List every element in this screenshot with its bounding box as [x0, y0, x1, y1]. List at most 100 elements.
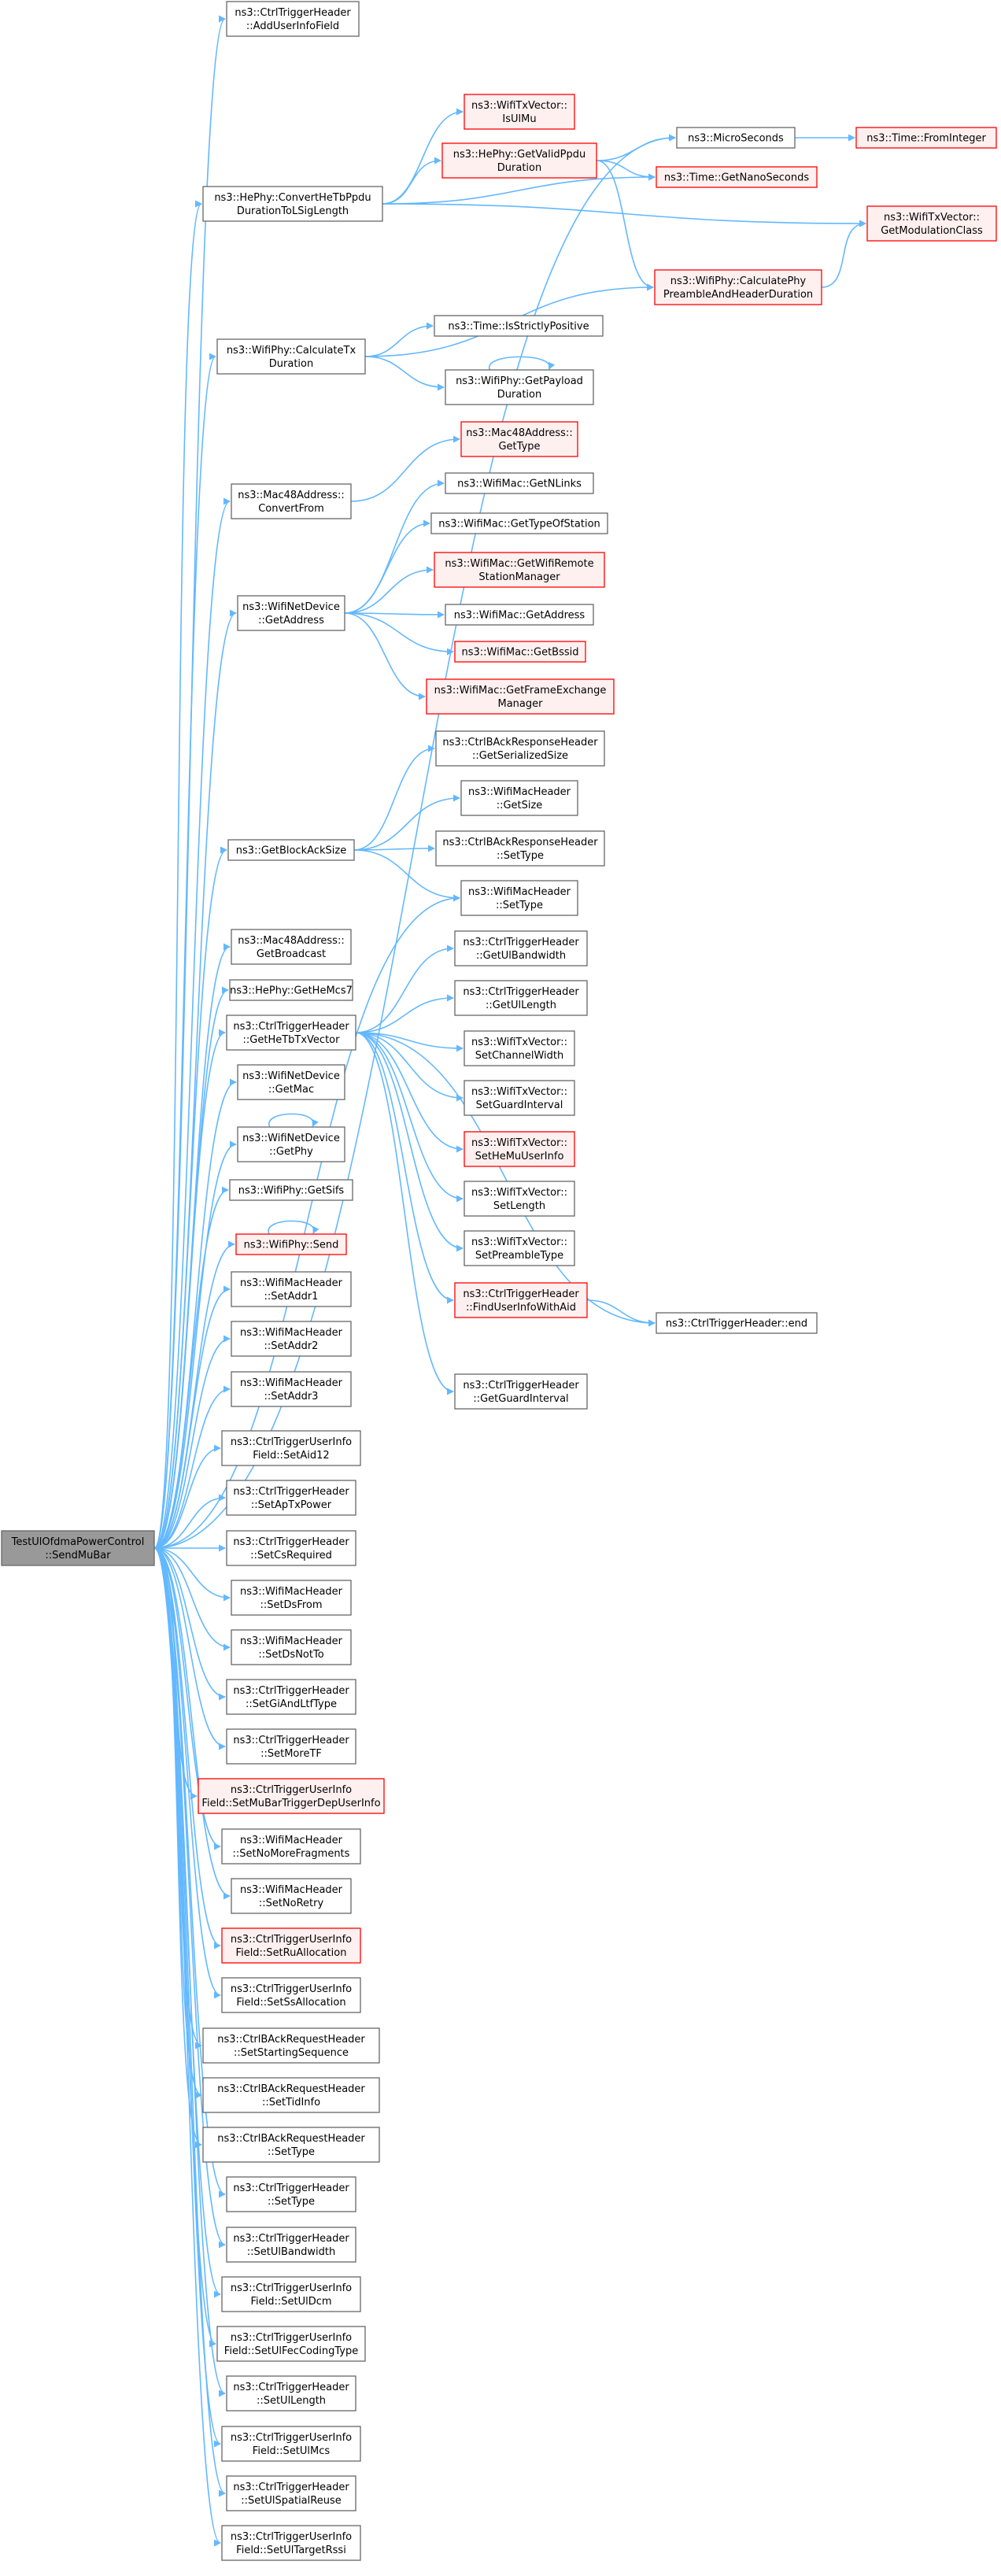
- graph-node-n_gethemcs7[interactable]: ns3::HePhy::GetHeMcs7: [229, 979, 353, 1001]
- graph-node-n_finduserinfo[interactable]: ns3::CtrlTriggerHeader::FindUserInfoWith…: [454, 1282, 588, 1318]
- graph-node-n_getsifs[interactable]: ns3::WifiPhy::GetSifs: [229, 1179, 353, 1201]
- graph-node-n_getwifiremote[interactable]: ns3::WifiMac::GetWifiRemoteStationManage…: [434, 552, 605, 588]
- graph-node-n_macheadersettype[interactable]: ns3::WifiMacHeader::SetType: [460, 880, 578, 916]
- graph-node-n_setlength[interactable]: ns3::WifiTxVector::SetLength: [464, 1181, 575, 1217]
- graph-node-n_setdsnotto[interactable]: ns3::WifiMacHeader::SetDsNotTo: [231, 1629, 352, 1665]
- node-label: ns3::WifiNetDevice: [242, 601, 340, 613]
- graph-node-n_setulspatialreuse[interactable]: ns3::CtrlTriggerHeader::SetUlSpatialReus…: [226, 2475, 356, 2511]
- graph-node-n_getulbandwidth[interactable]: ns3::CtrlTriggerHeader::GetUlBandwidth: [454, 930, 588, 966]
- node-label: ns3::WifiMac::GetFrameExchange: [434, 685, 607, 697]
- edge-root-to-n_setaptxpower: [153, 1494, 226, 1549]
- graph-node-n_setchannelwidth[interactable]: ns3::WifiTxVector::SetChannelWidth: [464, 1030, 575, 1066]
- graph-node-n_setdsfrom[interactable]: ns3::WifiMacHeader::SetDsFrom: [231, 1580, 352, 1616]
- graph-node-n_getserializedsize[interactable]: ns3::CtrlBAckResponseHeader::GetSerializ…: [435, 730, 605, 767]
- graph-node-n_backrespsettype[interactable]: ns3::CtrlBAckResponseHeader::SetType: [435, 830, 605, 867]
- graph-node-n_setgiandltftype[interactable]: ns3::CtrlTriggerHeader::SetGiAndLtfType: [226, 1679, 356, 1715]
- graph-node-n_gethetbtxvector[interactable]: ns3::CtrlTriggerHeader::GetHeTbTxVector: [226, 1015, 356, 1051]
- node-label: ns3::WifiMac::GetBssid: [462, 647, 579, 659]
- graph-node-root[interactable]: TestUlOfdmaPowerControl::SendMuBar: [1, 1530, 155, 1566]
- graph-node-n_convertheTb[interactable]: ns3::HePhy::ConvertHeTbPpduDurationToLSi…: [202, 186, 383, 222]
- edge-root-to-n_gethetbtxvector: [153, 1029, 226, 1549]
- graph-node-n_setcsrequired[interactable]: ns3::CtrlTriggerHeader::SetCsRequired: [226, 1530, 356, 1566]
- graph-node-n_macgetaddress[interactable]: ns3::WifiMac::GetAddress: [445, 604, 594, 626]
- node-box: [235, 1233, 347, 1255]
- graph-node-n_setguardinterval[interactable]: ns3::WifiTxVector::SetGuardInterval: [464, 1080, 575, 1116]
- graph-node-n_setaptxpower[interactable]: ns3::CtrlTriggerHeader::SetApTxPower: [226, 1480, 356, 1516]
- edges-layer: [153, 15, 866, 2547]
- graph-node-n_getbroadcast[interactable]: ns3::Mac48Address::GetBroadcast: [231, 929, 352, 965]
- node-label: ::SetUlBandwidth: [247, 2246, 335, 2258]
- edge-root-to-n_setmubartrigger: [153, 1547, 198, 1800]
- graph-node-n_getguardinterval[interactable]: ns3::CtrlTriggerHeader::GetGuardInterval: [454, 1373, 588, 1410]
- graph-node-n_triggersettype[interactable]: ns3::CtrlTriggerHeader::SetType: [226, 2176, 356, 2212]
- graph-node-n_isulmu[interactable]: ns3::WifiTxVector::IsUlMu: [464, 94, 575, 130]
- graph-node-n_setstartingsequence[interactable]: ns3::CtrlBAckRequestHeader::SetStartingS…: [202, 2027, 380, 2064]
- graph-node-n_setruallocation[interactable]: ns3::CtrlTriggerUserInfoField::SetRuAllo…: [221, 1927, 361, 1964]
- graph-node-n_getmodclass[interactable]: ns3::WifiTxVector::GetModulationClass: [866, 205, 997, 242]
- graph-node-n_getullength[interactable]: ns3::CtrlTriggerHeader::GetUlLength: [454, 980, 588, 1016]
- node-box: [226, 1015, 356, 1051]
- graph-node-n_frominteger[interactable]: ns3::Time::FromInteger: [855, 127, 997, 149]
- graph-node-n_setulfeccodingtype[interactable]: ns3::CtrlTriggerUserInfoField::SetUlFecC…: [216, 2326, 366, 2362]
- graph-node-n_setpreambletype[interactable]: ns3::WifiTxVector::SetPreambleType: [464, 1230, 575, 1266]
- graph-node-n_macheadergetsize[interactable]: ns3::WifiMacHeader::GetSize: [460, 780, 578, 816]
- node-label: ns3::Time::GetNanoSeconds: [664, 172, 810, 184]
- graph-node-n_setnomorefragments[interactable]: ns3::WifiMacHeader::SetNoMoreFragments: [221, 1828, 361, 1865]
- graph-node-n_setmoretf[interactable]: ns3::CtrlTriggerHeader::SetMoreTF: [226, 1728, 356, 1765]
- graph-node-n_setssallocation[interactable]: ns3::CtrlTriggerUserInfoField::SetSsAllo…: [221, 1977, 361, 2013]
- node-label: ns3::WifiMac::GetWifiRemote: [445, 558, 593, 570]
- node-label: ns3::Time::IsStrictlyPositive: [448, 321, 589, 333]
- graph-node-n_setulbandwidth[interactable]: ns3::CtrlTriggerHeader::SetUlBandwidth: [226, 2227, 356, 2263]
- graph-node-n_setultargetrssi[interactable]: ns3::CtrlTriggerUserInfoField::SetUlTarg…: [221, 2525, 361, 2561]
- graph-node-n_gettypeofstation[interactable]: ns3::WifiMac::GetTypeOfStation: [430, 512, 608, 534]
- edge-n_netdevgetaddress-to-n_macgetaddress: [344, 611, 445, 619]
- node-box: [231, 1321, 352, 1357]
- graph-node-n_getnanoseconds[interactable]: ns3::Time::GetNanoSeconds: [656, 166, 818, 188]
- graph-node-n_getmac[interactable]: ns3::WifiNetDevice::GetMac: [237, 1064, 345, 1100]
- edge-n_gethetbtxvector-to-n_setguardinterval: [355, 1032, 464, 1102]
- graph-node-n_backreqsettype[interactable]: ns3::CtrlBAckRequestHeader::SetType: [202, 2127, 380, 2163]
- graph-node-n_isstrictlypositive[interactable]: ns3::Time::IsStrictlyPositive: [434, 315, 604, 337]
- edge-root-to-n_setdsnotto: [153, 1547, 231, 1651]
- graph-node-n_adduserinfofield[interactable]: ns3::CtrlTriggerHeader::AddUserInfoField: [226, 1, 360, 37]
- graph-node-n_getbssid[interactable]: ns3::WifiMac::GetBssid: [454, 641, 586, 663]
- node-label: Field::SetAid12: [253, 1450, 329, 1462]
- edge-n_getvalidppdu-to-n_microseconds: [596, 134, 676, 161]
- edge-n_getblockacksize-to-n_macheadersettype: [353, 849, 460, 902]
- node-box: [221, 1430, 361, 1466]
- graph-node-n_settidinfo[interactable]: ns3::CtrlBAckRequestHeader::SetTidInfo: [202, 2077, 380, 2113]
- graph-node-n_setaddr3[interactable]: ns3::WifiMacHeader::SetAddr3: [231, 1371, 352, 1407]
- graph-node-n_setmubartrigger[interactable]: ns3::CtrlTriggerUserInfoField::SetMuBarT…: [198, 1778, 385, 1814]
- node-label: ns3::WifiMac::GetTypeOfStation: [438, 519, 600, 530]
- graph-node-n_send[interactable]: ns3::WifiPhy::Send: [235, 1233, 347, 1255]
- graph-node-n_mac48gettype[interactable]: ns3::Mac48Address::GetType: [460, 421, 578, 457]
- graph-node-n_sethemuuserinfo[interactable]: ns3::WifiTxVector::SetHeMuUserInfo: [464, 1131, 575, 1167]
- graph-node-n_getphy[interactable]: ns3::WifiNetDevice::GetPhy: [237, 1126, 345, 1162]
- graph-node-n_setnoretry[interactable]: ns3::WifiMacHeader::SetNoRetry: [231, 1878, 352, 1914]
- graph-node-n_setaddr1[interactable]: ns3::WifiMacHeader::SetAddr1: [231, 1271, 352, 1307]
- graph-node-n_calcpreamble[interactable]: ns3::WifiPhy::CalculatePhyPreambleAndHea…: [654, 269, 822, 305]
- node-label: ns3::CtrlTriggerHeader: [235, 7, 351, 19]
- graph-node-n_getblockacksize[interactable]: ns3::GetBlockAckSize: [227, 839, 355, 861]
- node-label: ::SetDsNotTo: [258, 1649, 323, 1661]
- graph-node-n_getnlinks[interactable]: ns3::WifiMac::GetNLinks: [445, 472, 594, 494]
- edge-root-to-n_setaddr1: [153, 1285, 231, 1549]
- graph-node-n_netdevgetaddress[interactable]: ns3::WifiNetDevice::GetAddress: [237, 595, 345, 631]
- node-box: [226, 2227, 356, 2263]
- graph-node-n_convertfrom[interactable]: ns3::Mac48Address::ConvertFrom: [231, 483, 352, 519]
- graph-node-n_setullength[interactable]: ns3::CtrlTriggerHeader::SetUlLength: [226, 2375, 356, 2412]
- node-box: [445, 472, 594, 494]
- node-label: ns3::WifiMac::GetAddress: [454, 610, 585, 622]
- edge-n_getblockacksize-to-n_getserializedsize: [353, 745, 435, 851]
- graph-node-n_setaddr2[interactable]: ns3::WifiMacHeader::SetAddr2: [231, 1321, 352, 1357]
- graph-node-n_microseconds[interactable]: ns3::MicroSeconds: [676, 127, 796, 149]
- graph-node-n_end[interactable]: ns3::CtrlTriggerHeader::end: [656, 1312, 818, 1334]
- node-label: ns3::WifiNetDevice: [242, 1070, 340, 1082]
